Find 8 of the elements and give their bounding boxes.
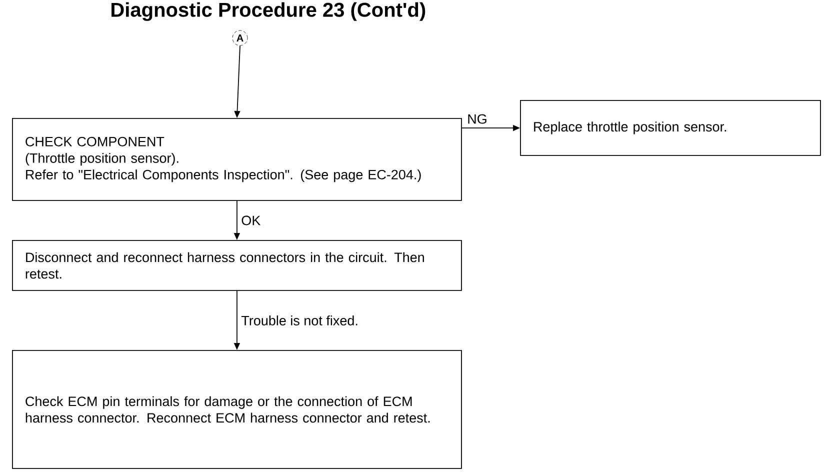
edge-label: NG <box>466 113 488 125</box>
process-box: CHECK COMPONENT (Throttle position sensor). Refer to "Electrical Components Inspection". (See page EC-204.) <box>12 118 462 201</box>
process-box: Check ECM pin terminals for damage or the connection of ECM harness connector. Reconnect ECM harness connector and retest. <box>12 350 462 469</box>
title: Diagnostic Procedure 23 (Cont'd) <box>112 2 426 21</box>
edge-label: Trouble is not fixed. <box>240 314 360 326</box>
edge-label: OK <box>240 214 262 226</box>
process-box: Replace throttle position sensor. <box>520 100 821 156</box>
process-box: Disconnect and reconnect harness connectors in the circuit. Then retest. <box>12 240 462 291</box>
